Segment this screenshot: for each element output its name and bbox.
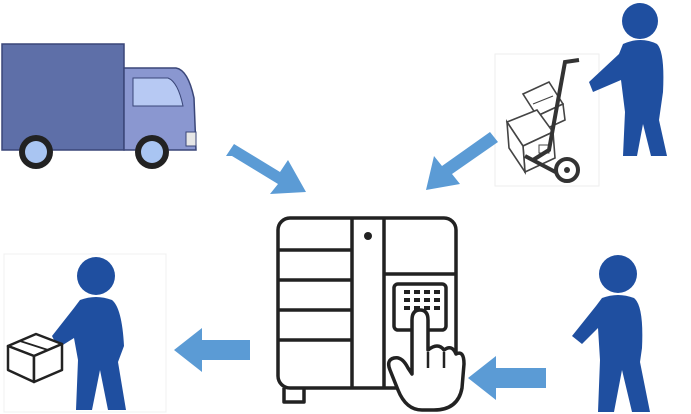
arrow-truck-to-locker [222, 132, 322, 202]
arrow-customer-to-locker [466, 356, 548, 402]
pointing-hand-icon [389, 310, 464, 410]
parcel-locker-icon [272, 212, 468, 414]
person-walking-icon [556, 252, 691, 414]
person-holding-box-icon [0, 252, 170, 414]
truck-icon [0, 38, 200, 178]
arrow-courier-to-locker [420, 124, 500, 196]
arrow-locker-to-customer [172, 328, 252, 372]
courier-hand-truck-icon [493, 0, 691, 190]
